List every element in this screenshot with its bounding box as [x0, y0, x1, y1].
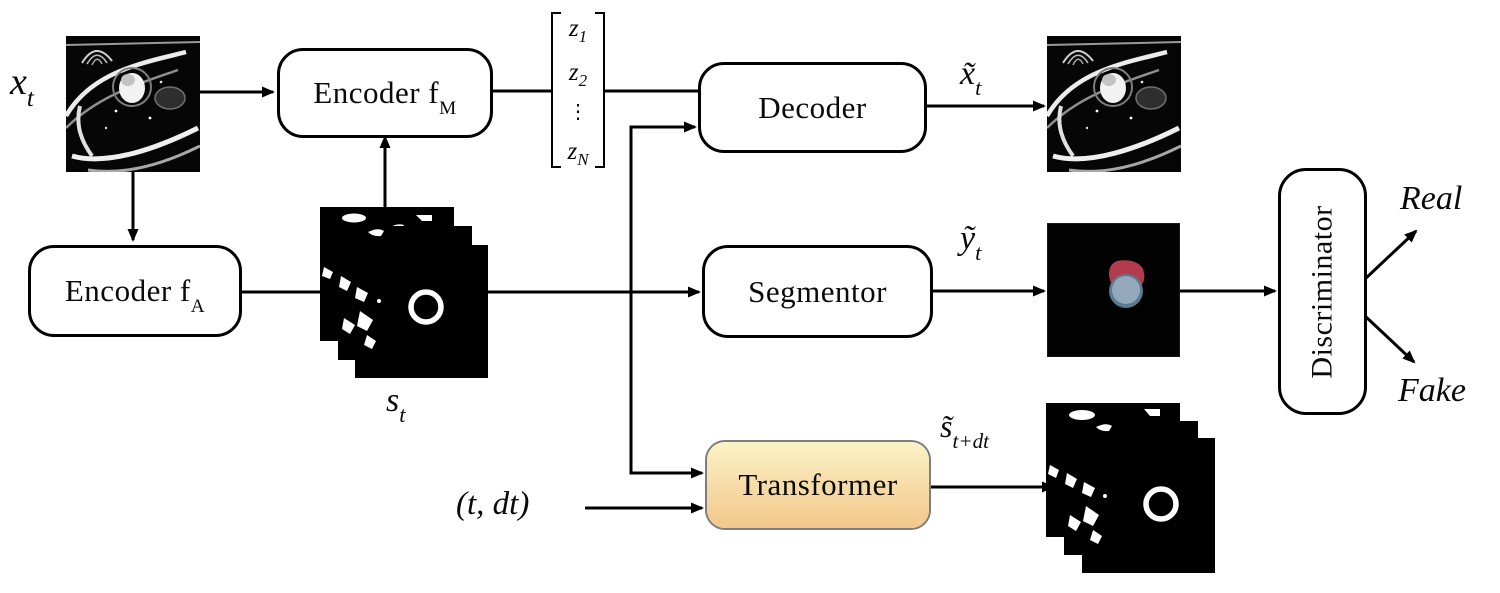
- latent-entry-ellipsis: ⋮: [568, 101, 588, 123]
- encoder-fm-label: Encoder fM: [313, 75, 457, 119]
- latent-entry-z1: z1: [568, 15, 588, 46]
- arrow-discriminator-to-real: [1363, 229, 1418, 281]
- anatomy-factors-label: st: [386, 382, 406, 428]
- input-mri-image: [66, 36, 200, 172]
- segmentation-output-image: [1047, 223, 1180, 357]
- transformer-gradient-bg: [707, 442, 929, 528]
- future-anatomy-label: s̃t+dt: [940, 408, 989, 453]
- transformer-box: Transformer: [705, 440, 931, 530]
- decoder-label: Decoder: [758, 89, 867, 125]
- input-image-label: xt: [10, 61, 34, 113]
- encoder-fm-box: Encoder fM: [277, 48, 493, 138]
- segmentor-label: Segmentor: [748, 273, 887, 309]
- encoder-fa-label: Encoder fA: [64, 273, 206, 317]
- encoder-fa-box: Encoder fA: [28, 245, 242, 337]
- latent-vector: z1 z2 ⋮ zN: [551, 12, 605, 168]
- anatomy-mask-front-frame: [355, 245, 489, 379]
- reconstructed-mri-image: [1047, 36, 1181, 172]
- segmentation-label: ỹt: [960, 220, 982, 266]
- latent-entry-zN: zN: [567, 138, 589, 169]
- discriminator-box: Discriminator: [1278, 168, 1367, 415]
- fake-label: Fake: [1398, 372, 1466, 409]
- time-input-label: (t, dt): [456, 486, 530, 522]
- mri-artwork: [66, 36, 200, 172]
- future-mask-front-frame: [1082, 438, 1216, 573]
- transformer-label: Transformer: [738, 467, 898, 502]
- cavity-fill: [1112, 276, 1140, 304]
- mri-artwork-reconstruction: [1047, 36, 1181, 172]
- segmentor-box: Segmentor: [702, 245, 933, 338]
- latent-entry-z2: z2: [568, 59, 588, 90]
- discriminator-label: Discriminator: [1305, 204, 1339, 379]
- decoder-box: Decoder: [698, 62, 927, 153]
- segmentation-artwork: [1047, 223, 1180, 357]
- arrow-discriminator-to-fake: [1363, 314, 1416, 364]
- reconstruction-label: x̃t: [960, 55, 982, 101]
- real-label: Real: [1400, 180, 1463, 217]
